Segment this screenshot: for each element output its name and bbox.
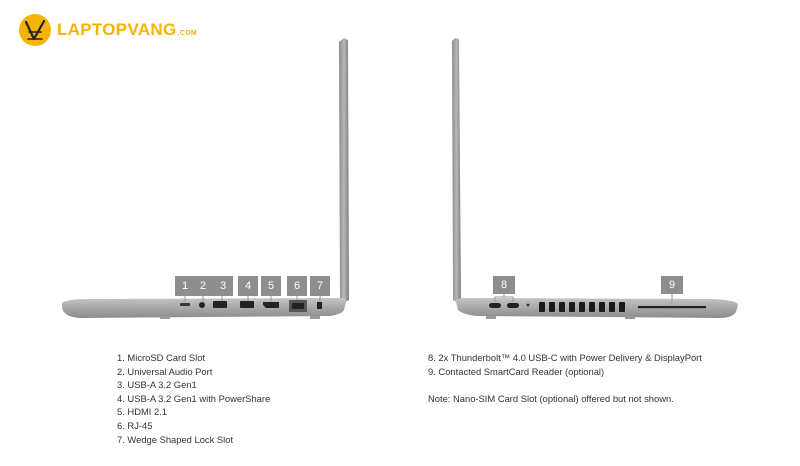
port-tag-4: 4 [238,276,258,296]
hdmi-port [263,302,279,308]
right-port-legend: 8. 2x Thunderbolt™ 4.0 USB-C with Power … [428,351,702,405]
microsd-slot-port [180,303,190,306]
usb-a-port [213,301,227,308]
left-side-laptop [62,38,349,319]
right-laptop-lid [452,38,461,303]
port-tag-7: 7 [310,276,330,296]
legend-item: 7. Wedge Shaped Lock Slot [117,433,234,445]
legend-item: 2. Universal Audio Port [117,365,213,377]
left-port-legend: 1. MicroSD Card Slot 2. Universal Audio … [117,351,270,446]
audio-jack-port [199,302,205,308]
port-tag-9: 9 [661,276,683,294]
legend-item: 4. USB-A 3.2 Gen1 with PowerShare [117,392,271,404]
brand-name: LAPTOPVANG.COM [57,20,197,39]
legend-item: 1. MicroSD Card Slot [117,352,206,363]
left-laptop-foot [160,316,170,319]
port-tag-6: 6 [287,276,307,296]
right-laptop-foot [486,316,496,319]
legend-item: 3. USB-A 3.2 Gen1 [117,379,197,391]
smartcard-slot [638,306,706,309]
left-laptop-foot [310,316,320,319]
brand-logo: LAPTOPVANG.COM [17,12,197,52]
legend-item: 9. Contacted SmartCard Reader (optional) [428,365,605,377]
legend-item: 8. 2x Thunderbolt™ 4.0 USB-C with Power … [428,352,702,363]
port-leader-lines [494,294,673,305]
right-laptop-foot [625,316,635,319]
port-tag-3: 3 [213,276,233,296]
port-tag-5: 5 [261,276,281,296]
logo-emblem-icon [19,14,51,46]
right-side-laptop [452,38,738,319]
legend-item: 6. RJ-45 [117,419,153,431]
left-laptop-lid [339,38,349,303]
legend-item: 5. HDMI 2.1 [117,406,168,418]
port-tag-1: 1 [175,276,195,296]
usb-a-powershare-port [240,301,254,308]
right-laptop-base [456,298,738,318]
port-tag-2: 2 [193,276,213,296]
vent-grille [539,302,625,312]
led-indicator [526,303,530,307]
lock-slot-port [317,302,322,309]
sim-slot-note: Note: Nano-SIM Card Slot (optional) offe… [428,392,674,404]
port-tag-8: 8 [493,276,515,294]
thunderbolt-port [507,303,519,308]
thunderbolt-port [489,303,501,308]
